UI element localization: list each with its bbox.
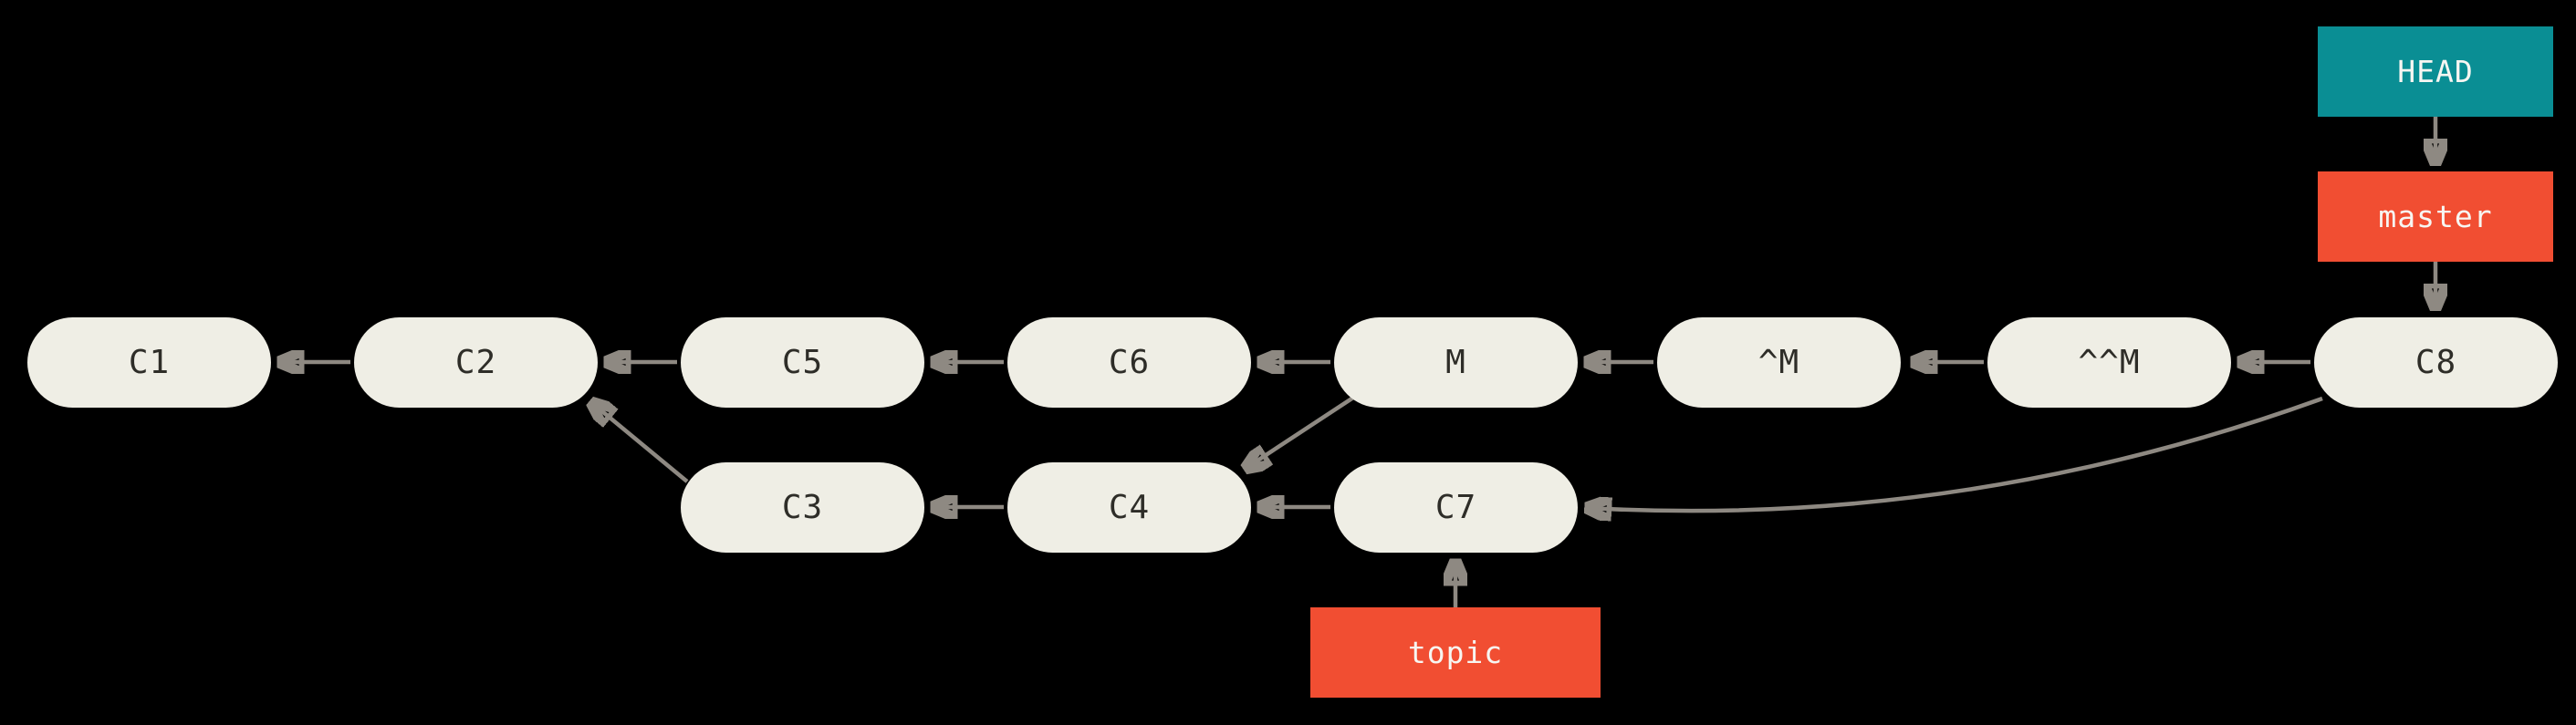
commit-node-c6: C6 bbox=[1007, 317, 1251, 408]
commit-label: C1 bbox=[128, 344, 171, 381]
commit-label: C2 bbox=[454, 344, 497, 381]
commit-label: C7 bbox=[1434, 489, 1477, 526]
edge-m-c4 bbox=[1246, 396, 1355, 468]
commit-label: C8 bbox=[2414, 344, 2457, 381]
commit-node-c7: C7 bbox=[1334, 462, 1578, 553]
edge-c3-c2 bbox=[592, 403, 689, 483]
edge-c8-c7 bbox=[1588, 396, 2323, 511]
commit-node-c4: C4 bbox=[1007, 462, 1251, 553]
commit-node-revert-revert-m: ^^M bbox=[1987, 317, 2231, 408]
topic-branch-box: topic bbox=[1310, 607, 1601, 698]
commit-node-revert-m: ^M bbox=[1657, 317, 1901, 408]
commit-label: C5 bbox=[781, 344, 824, 381]
topic-branch-label: topic bbox=[1407, 635, 1504, 670]
master-branch-box: master bbox=[2318, 171, 2553, 262]
commit-label: ^^M bbox=[2078, 344, 2141, 381]
master-branch-label: master bbox=[2378, 199, 2493, 234]
commit-node-c8: C8 bbox=[2314, 317, 2558, 408]
commit-node-c2: C2 bbox=[354, 317, 598, 408]
head-ref-label: HEAD bbox=[2397, 54, 2474, 89]
commit-label: C3 bbox=[781, 489, 824, 526]
commit-label: M bbox=[1445, 344, 1466, 381]
commit-label: C4 bbox=[1108, 489, 1151, 526]
head-ref-box: HEAD bbox=[2318, 26, 2553, 117]
commit-node-c5: C5 bbox=[681, 317, 924, 408]
commit-node-c3: C3 bbox=[681, 462, 924, 553]
commit-label: ^M bbox=[1757, 344, 1800, 381]
commit-node-c1: C1 bbox=[27, 317, 271, 408]
commit-node-merge-m: M bbox=[1334, 317, 1578, 408]
commit-label: C6 bbox=[1108, 344, 1151, 381]
